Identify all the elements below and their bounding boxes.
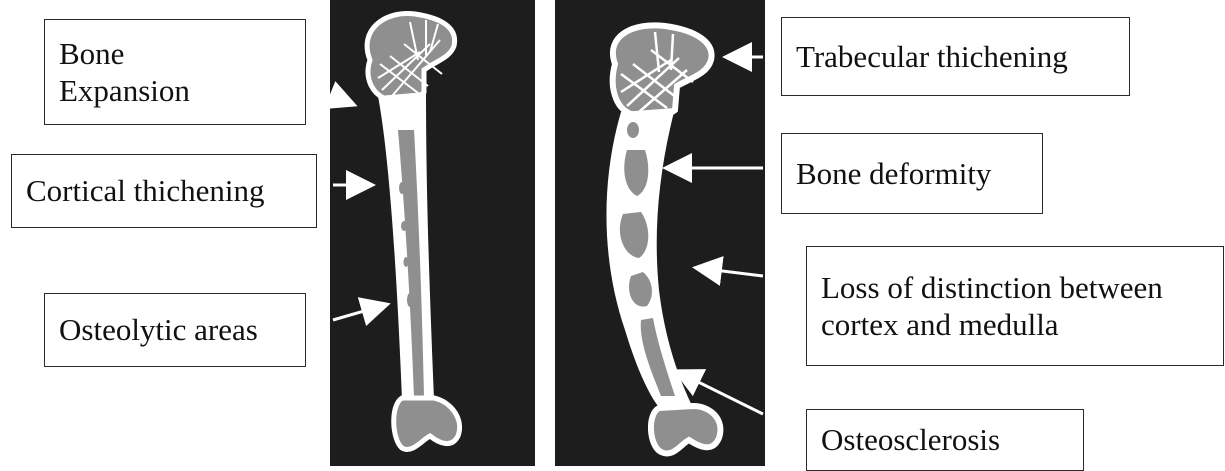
label-bone-expansion-line2: Expansion <box>59 72 190 109</box>
left-femur-drawing <box>330 0 535 466</box>
label-loss-distinction-line2: cortex and medulla <box>821 306 1163 343</box>
label-osteosclerosis: Osteosclerosis <box>806 409 1084 471</box>
label-bone-expansion-line1: Bone <box>59 35 190 72</box>
label-loss-distinction: Loss of distinction between cortex and m… <box>806 246 1224 366</box>
right-bone-panel <box>555 0 765 466</box>
right-femur-condyles <box>651 406 720 453</box>
left-bone-panel <box>330 0 535 466</box>
label-cortical-thickening: Cortical thichening <box>11 154 317 228</box>
label-bone-expansion: Bone Expansion <box>44 19 306 125</box>
label-osteolytic-areas: Osteolytic areas <box>44 293 306 367</box>
label-osteosclerosis-text: Osteosclerosis <box>821 421 1000 458</box>
label-bone-deformity: Bone deformity <box>781 133 1043 214</box>
label-cortical-thickening-text: Cortical thichening <box>26 172 264 209</box>
label-trabecular-thickening: Trabecular thichening <box>781 17 1130 96</box>
left-femur-condyles <box>394 398 460 449</box>
label-bone-deformity-text: Bone deformity <box>796 155 991 192</box>
label-loss-distinction-line1: Loss of distinction between <box>821 269 1163 306</box>
right-femur-drawing <box>555 0 765 466</box>
label-osteolytic-areas-text: Osteolytic areas <box>59 311 258 348</box>
label-trabecular-thickening-text: Trabecular thichening <box>796 38 1068 75</box>
